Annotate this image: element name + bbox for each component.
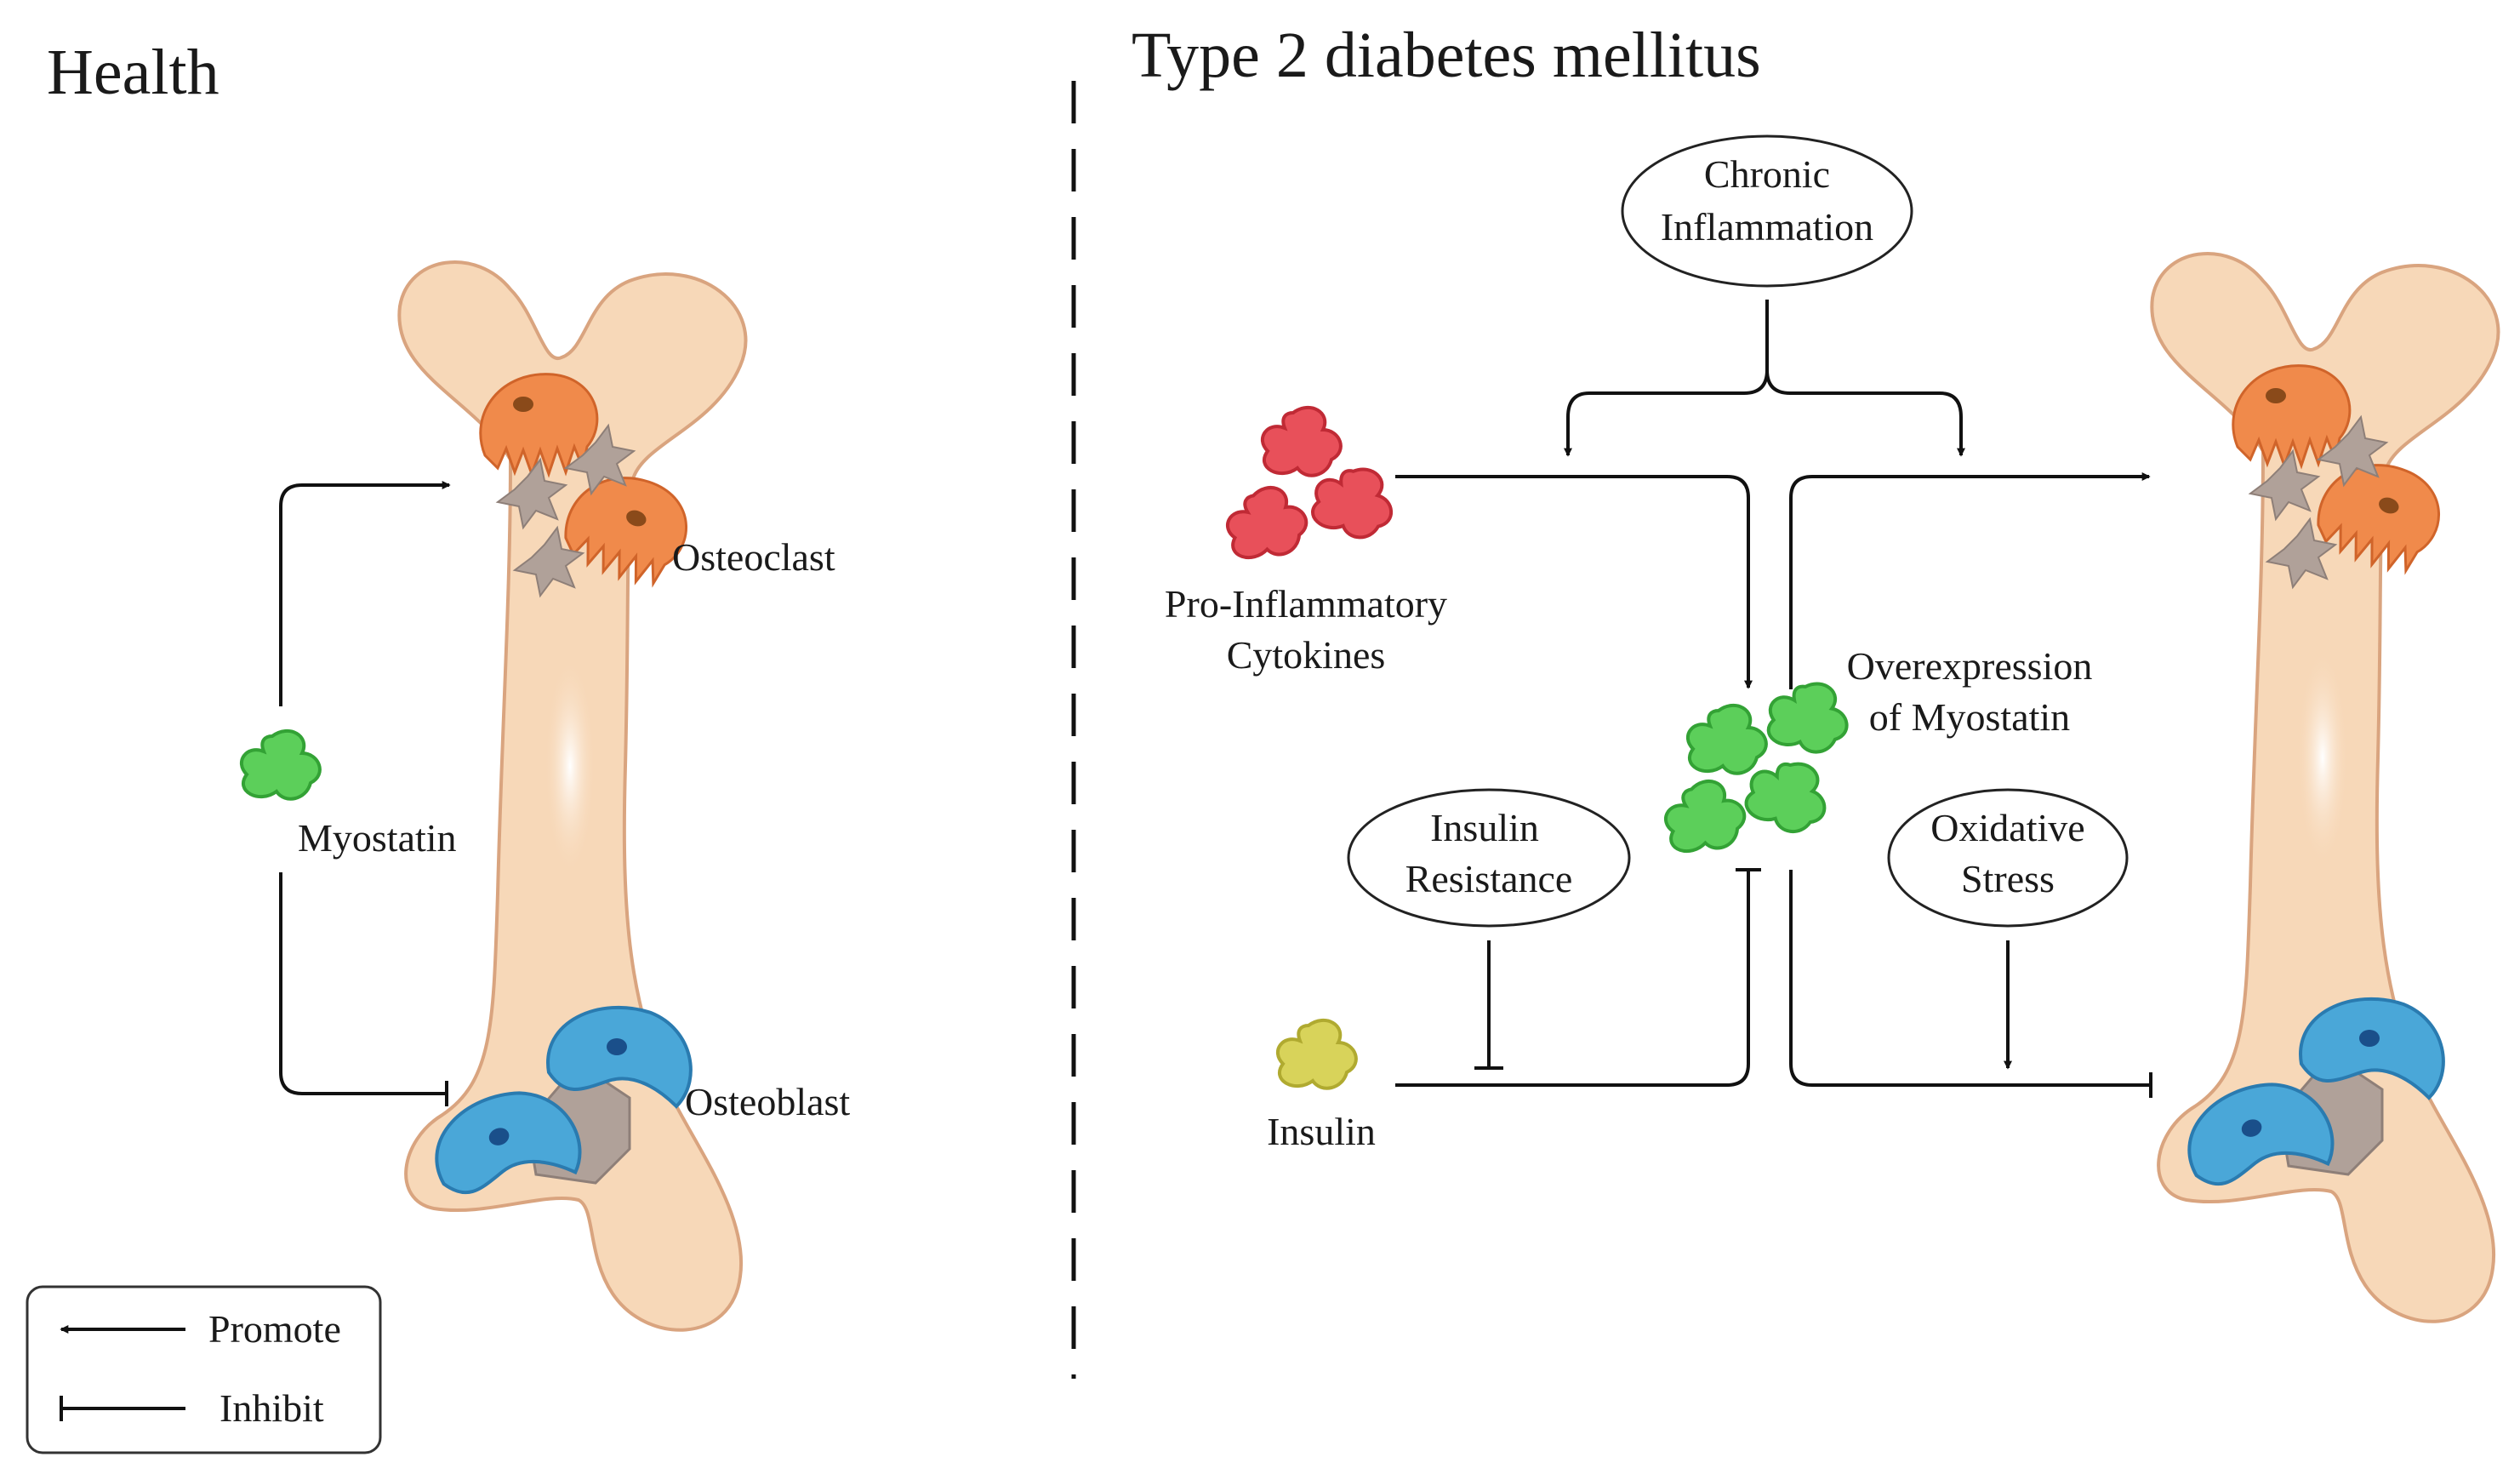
t2dm-panel-title: Type 2 diabetes mellitus xyxy=(1132,20,1761,91)
osteoblast-cell xyxy=(546,1005,693,1109)
myostatin-molecule xyxy=(239,728,322,801)
myostatin-promote-osteoclast-arrow xyxy=(1789,472,2151,689)
health-bone xyxy=(397,260,748,1332)
oxidative-stress-line1: Oxidative xyxy=(1930,806,2084,849)
chronic-inflammation-line2: Inflammation xyxy=(1661,205,1873,249)
overexpression-label-line1: Overexpression xyxy=(1847,644,2093,688)
insulin-label: Insulin xyxy=(1267,1110,1376,1153)
osteoblast-cell xyxy=(2299,997,2445,1100)
osteoblast-label: Osteoblast xyxy=(685,1080,850,1123)
myostatin-inhibit-insulin-line xyxy=(1395,870,1750,1087)
cytokines-label-line1: Pro-Inflammatory xyxy=(1165,582,1447,626)
health-panel-title: Health xyxy=(47,37,220,108)
legend-promote-label: Promote xyxy=(208,1307,341,1351)
chronic-inflammation-node: Chronic Inflammation xyxy=(1621,134,1913,288)
oxidative-stress-line2: Stress xyxy=(1961,857,2055,900)
osteocyte-cells xyxy=(495,423,636,598)
inhibit-line-to-osteoblast xyxy=(279,872,447,1095)
myostatin-inhibit-osteoblast-line xyxy=(1789,870,2151,1087)
insulin-resistance-line1: Insulin xyxy=(1430,806,1539,849)
inflammation-to-bone-arrow xyxy=(1765,369,1965,457)
osteoclast-cell xyxy=(479,373,599,478)
pro-inflammatory-cytokines xyxy=(1220,405,1403,565)
osteoclast-label: Osteoclast xyxy=(672,535,835,579)
osteoclast-cell xyxy=(2317,464,2440,575)
insulin-resistance-line2: Resistance xyxy=(1405,857,1573,900)
overexpressed-myostatin xyxy=(1658,674,1856,859)
myostatin-label: Myostatin xyxy=(298,816,457,860)
inflammation-to-cytokines-arrow xyxy=(1564,300,1769,457)
osteoblast-cell xyxy=(435,1091,582,1195)
legend-inhibit-label: Inhibit xyxy=(220,1386,324,1430)
oxidative-stress-node: Oxidative Stress xyxy=(1887,788,2129,928)
legend: Promote Inhibit xyxy=(26,1285,382,1454)
insulin-molecule xyxy=(1275,1018,1358,1090)
overexpression-label-line2: of Myostatin xyxy=(1869,695,2070,739)
osteoclast-cell xyxy=(564,477,687,588)
t2dm-bone xyxy=(2150,252,2500,1323)
chronic-inflammation-line1: Chronic xyxy=(1704,152,1830,196)
osteoclast-cell xyxy=(2232,364,2352,470)
promote-arrow-to-osteoclast xyxy=(279,481,451,706)
osteocyte-cells xyxy=(2248,414,2389,590)
cytokines-to-myostatin-arrow xyxy=(1395,475,1753,689)
osteoblast-cell xyxy=(2187,1083,2335,1186)
cytokines-label-line2: Cytokines xyxy=(1227,633,1386,677)
insulin-resistance-node: Insulin Resistance xyxy=(1347,788,1631,928)
